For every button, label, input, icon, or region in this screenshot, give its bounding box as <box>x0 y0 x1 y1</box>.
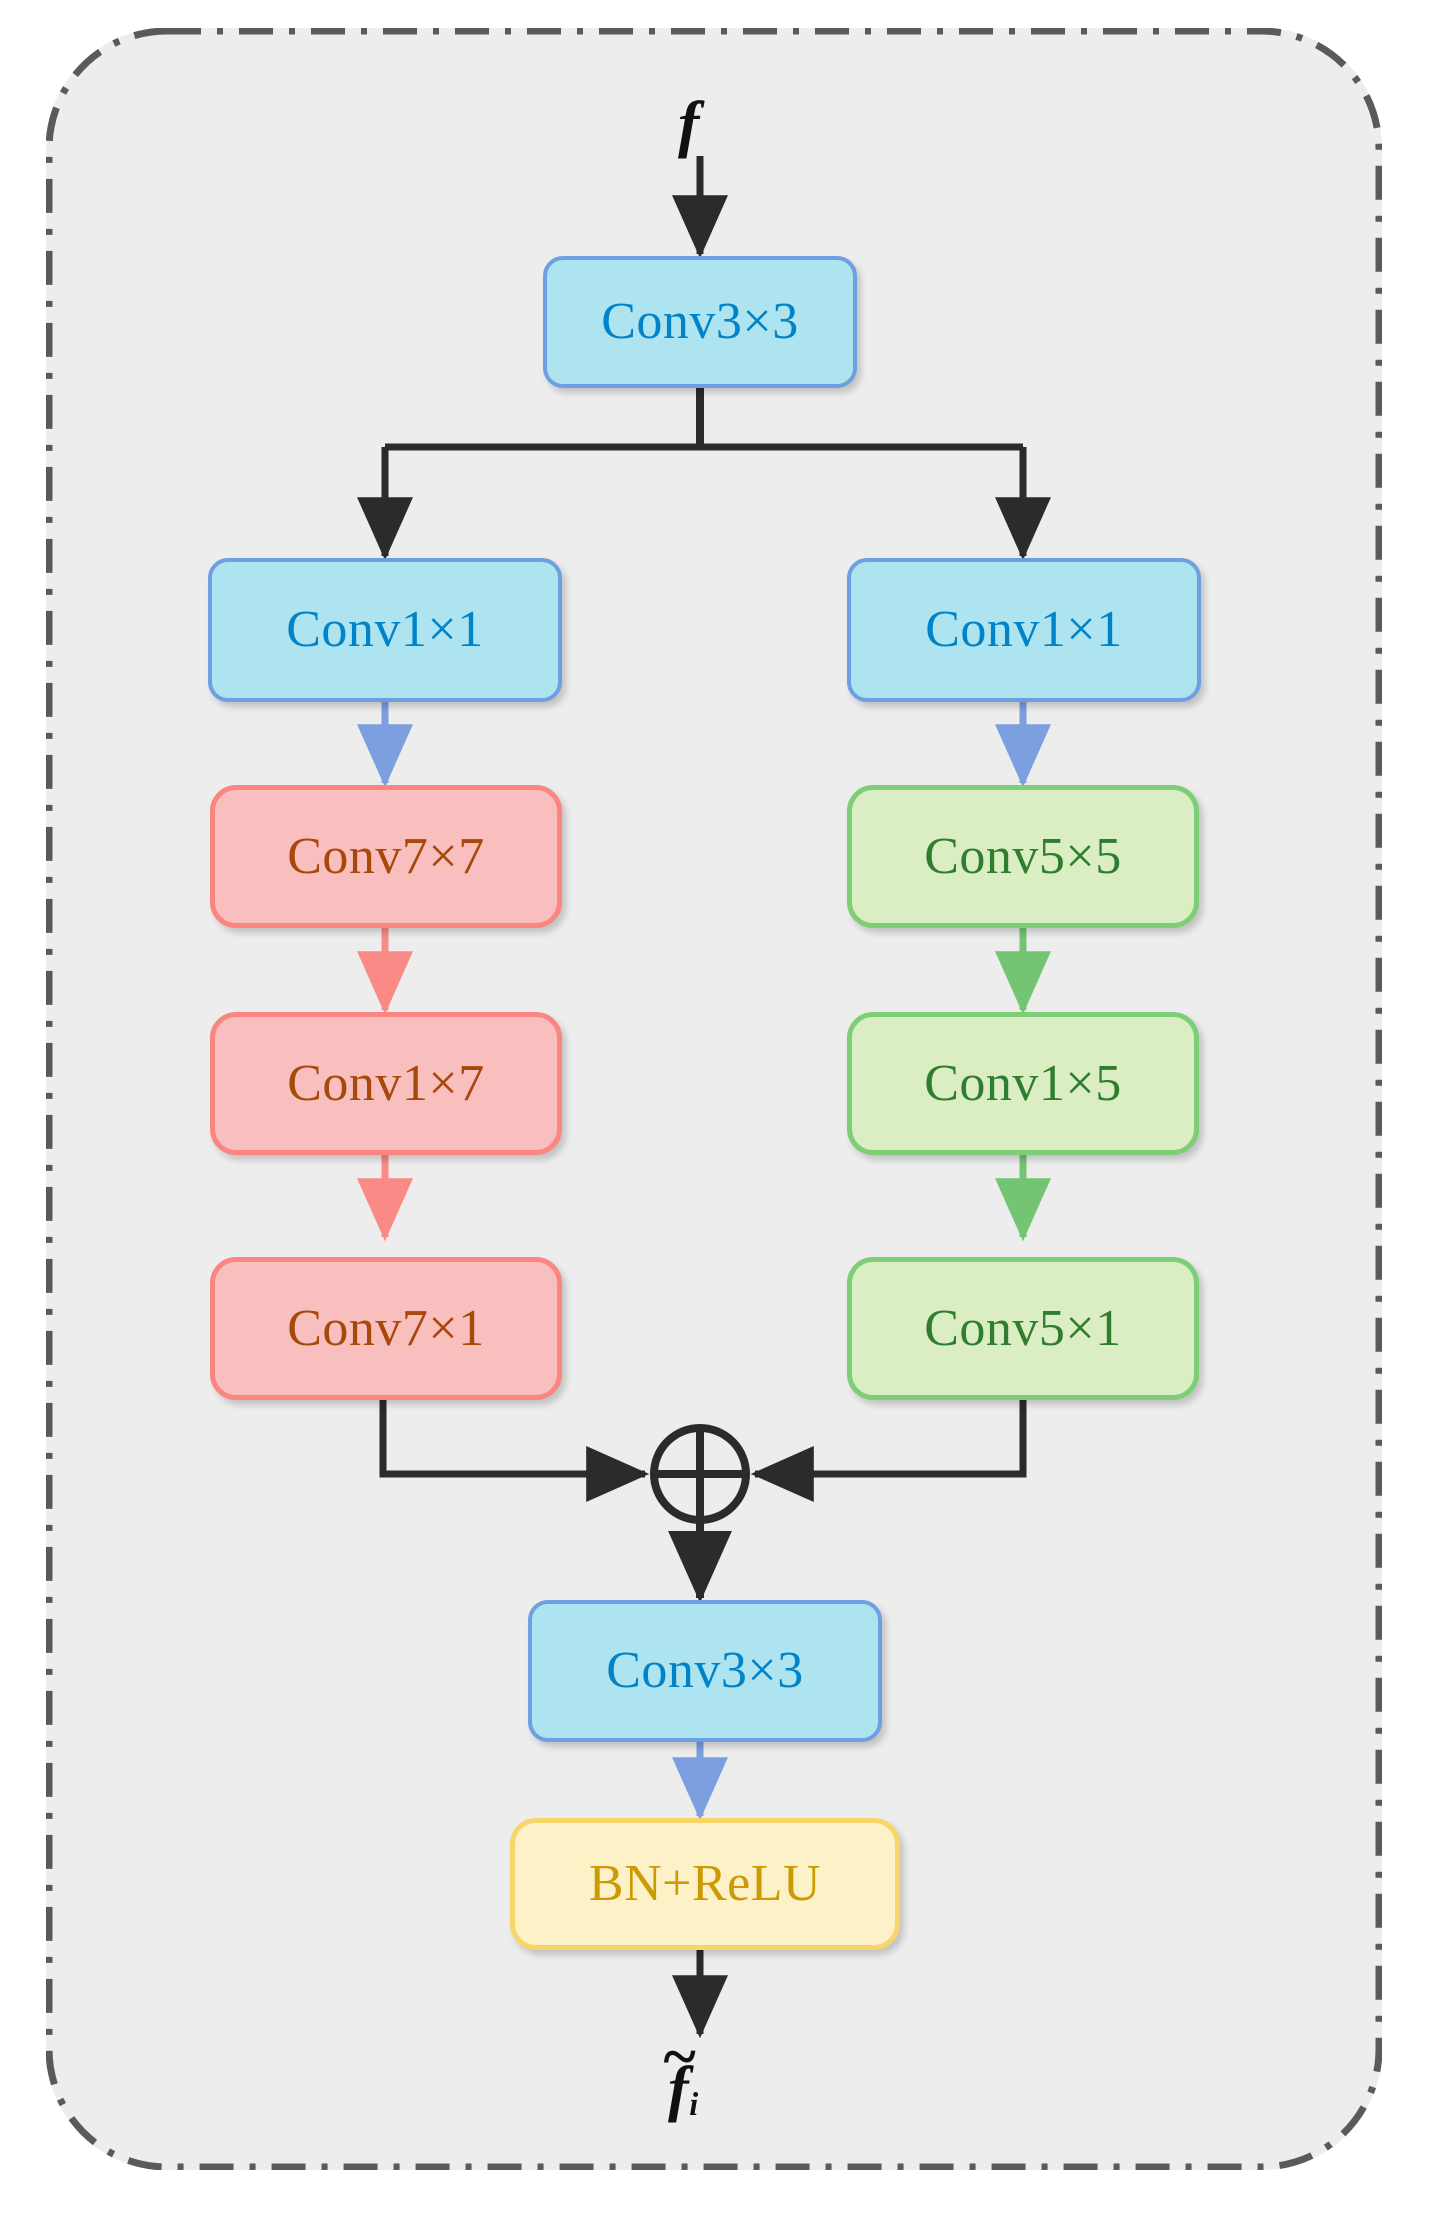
node-right-conv5x1-label: Conv5×1 <box>924 1299 1122 1357</box>
node-right-conv1x1-label: Conv1×1 <box>925 601 1123 658</box>
node-left-conv1x1[interactable]: Conv1×1 <box>208 558 562 702</box>
node-conv3x3-bottom-label: Conv3×3 <box>606 1642 804 1699</box>
node-right-conv1x5-label: Conv1×5 <box>924 1054 1122 1112</box>
output-feature-base: f <box>668 2055 689 2123</box>
node-conv3x3-bottom[interactable]: Conv3×3 <box>528 1600 882 1742</box>
output-feature-subscript: i <box>689 2085 699 2122</box>
node-right-conv5x1[interactable]: Conv5×1 <box>847 1257 1199 1400</box>
node-left-conv1x7-label: Conv1×7 <box>287 1054 485 1112</box>
node-bn-relu[interactable]: BN+ReLU <box>510 1818 900 1950</box>
node-left-conv7x1[interactable]: Conv7×1 <box>210 1257 562 1400</box>
node-left-conv1x1-label: Conv1×1 <box>286 601 484 658</box>
node-conv3x3-top[interactable]: Conv3×3 <box>543 256 857 388</box>
input-feature-label: f <box>678 88 700 159</box>
node-right-conv5x5-label: Conv5×5 <box>924 827 1122 885</box>
output-feature-symbol: ~f <box>663 2026 695 2123</box>
node-left-conv7x1-label: Conv7×1 <box>287 1299 485 1357</box>
node-right-conv1x1[interactable]: Conv1×1 <box>847 558 1201 702</box>
node-bn-relu-label: BN+ReLU <box>588 1855 822 1912</box>
node-conv3x3-top-label: Conv3×3 <box>601 293 799 350</box>
node-left-conv7x7[interactable]: Conv7×7 <box>210 785 562 928</box>
output-feature-label: ~fi <box>663 2026 699 2123</box>
tilde-accent-icon: ~ <box>663 2022 696 2091</box>
node-left-conv1x7[interactable]: Conv1×7 <box>210 1012 562 1155</box>
node-right-conv1x5[interactable]: Conv1×5 <box>847 1012 1199 1155</box>
node-left-conv7x7-label: Conv7×7 <box>287 827 485 885</box>
node-right-conv5x5[interactable]: Conv5×5 <box>847 785 1199 928</box>
